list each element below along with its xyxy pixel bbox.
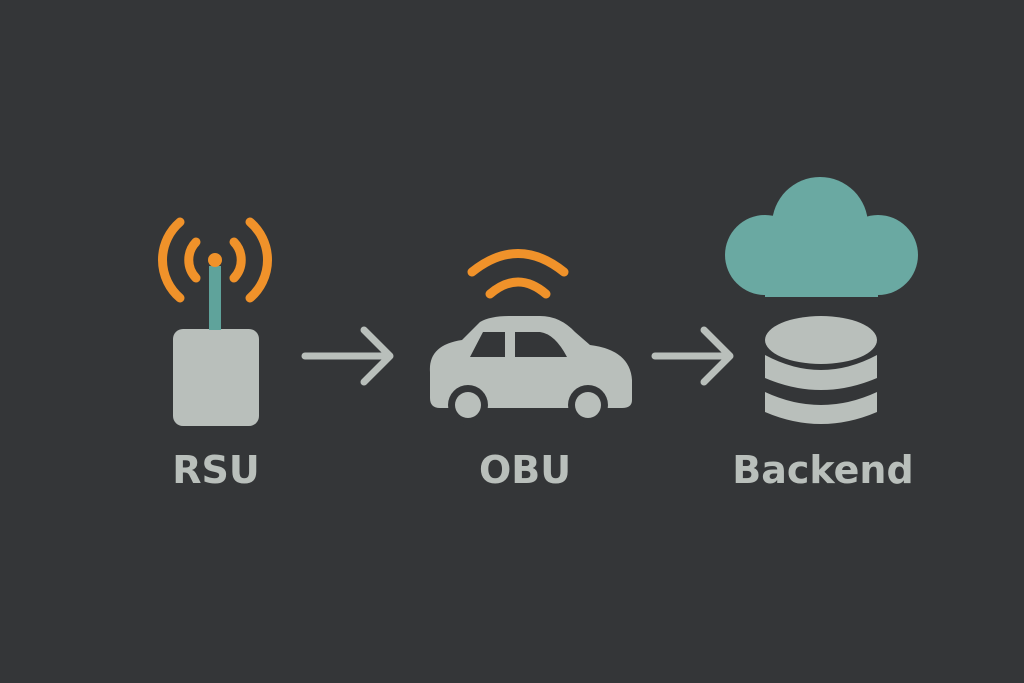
car-icon	[429, 249, 632, 425]
obu-label: OBU	[478, 448, 572, 492]
arrow-icon	[651, 326, 734, 386]
database-icon	[765, 316, 877, 424]
backend-label: Backend	[732, 448, 914, 492]
arrow-icon	[301, 326, 394, 386]
rsu-icon	[158, 217, 272, 426]
rsu-label: RSU	[172, 448, 260, 492]
cloud-icon	[725, 177, 918, 297]
